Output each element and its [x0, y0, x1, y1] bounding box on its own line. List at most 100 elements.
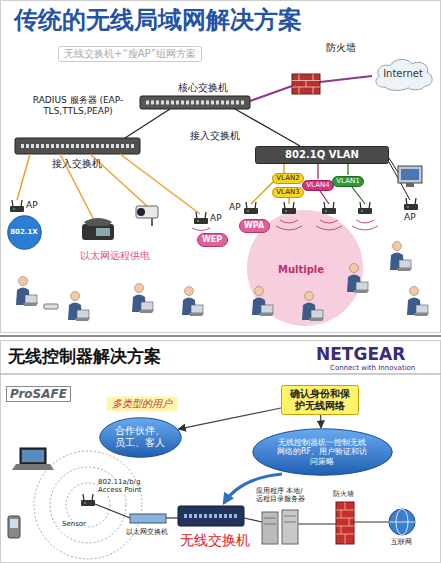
node-text: 无线交换机+“瘦AP”组网方案: [64, 48, 196, 60]
poe-cable: [120, 154, 200, 214]
node-text-wrap: Internet: [383, 68, 423, 80]
vlan-tag: VLAN4: [302, 180, 334, 191]
wireless-switch-icon: [178, 506, 244, 526]
panel-frame: [1, 1, 441, 333]
connector: [320, 415, 322, 428]
user-figure: [132, 284, 154, 314]
controller-ellipse: 无线控制器统一控制无线网络的RF、用户验证和访问策略: [252, 428, 393, 476]
server-icon: [282, 510, 298, 544]
globe-icon: [389, 509, 415, 535]
node-text-wrap: VLAN1: [336, 177, 359, 185]
vlan-tag: VLAN1: [332, 176, 364, 187]
protocol-badge: WEP: [197, 233, 228, 247]
device-label: 802.11a/b/g Access Point: [98, 478, 148, 495]
access-point-icon: [322, 202, 336, 214]
ip-phone-icon: [84, 218, 112, 226]
network-link: [125, 76, 410, 200]
access-point-icon: [10, 200, 24, 212]
user-figure: [182, 287, 204, 317]
panel-frame: [0, 335, 441, 337]
node-text-wrap: 无线控制器统一控制无线网络的RF、用户验证和访问策略: [276, 438, 368, 467]
vlan-switch-outline: [256, 147, 389, 164]
pda-icon: [8, 516, 20, 538]
camera-icon: [137, 208, 145, 216]
title-rule: [0, 373, 441, 375]
pc-icon: [401, 169, 419, 180]
vlan-tag: VLAN2: [272, 173, 304, 184]
brand-tagline: Connect with Innovation: [330, 364, 415, 372]
diagram-title: 传统的无线局域网解决方案: [14, 6, 302, 35]
node-text: 确认身份和保护无线网络: [287, 388, 353, 412]
switch-icon: [146, 101, 244, 105]
node-text-wrap: VLAN3: [276, 188, 299, 196]
globe-icon: [389, 522, 415, 523]
bottom-link: [354, 521, 389, 522]
vlan-cable: [288, 198, 289, 204]
vlan-switch: 802.1Q VLAN: [255, 146, 389, 164]
vlan-cable: [251, 164, 365, 204]
vlan-cable: [347, 164, 348, 175]
user-figure: [16, 242, 429, 322]
switch-icon: [15, 138, 140, 154]
user-figure: [68, 292, 90, 322]
bottom-link: [298, 523, 336, 524]
panel-frame: [1, 341, 441, 563]
wireless-switch-icon: [184, 514, 238, 518]
node-text: 802.1X: [10, 228, 38, 236]
device-label: Sensor: [62, 520, 86, 528]
bottom-link: [95, 504, 130, 518]
vlan-tag-outline: [303, 180, 334, 190]
internet-cloud: Internet: [371, 56, 435, 92]
user-type-tag: 多类型的用户: [106, 396, 178, 412]
server-icon: [262, 512, 278, 544]
node-text-wrap: WEP: [202, 235, 222, 245]
protocol-badge: WPA: [239, 219, 270, 233]
bottom-link: [166, 517, 178, 518]
network-link: [250, 86, 292, 101]
network-link: [125, 109, 170, 138]
access-point-icon: [282, 202, 296, 214]
node-text: 无线控制器统一控制无线网络的RF、用户验证和访问策略: [276, 438, 368, 467]
firewall-icon: [292, 74, 320, 94]
radio-wave: [352, 226, 378, 230]
access-point-icon: [10, 198, 418, 224]
switch-icon: [140, 96, 250, 109]
user-figure: [407, 287, 429, 317]
protocol-badge: 802.1X: [7, 215, 42, 250]
access-point-icon: [244, 202, 258, 214]
laptop-icon: [12, 464, 54, 470]
node-text-wrap: 802.1Q VLAN: [285, 149, 359, 161]
user-figure: [252, 287, 274, 317]
ap-label: AP: [404, 212, 416, 223]
ap-label: AP: [210, 213, 222, 224]
user-figure: [16, 277, 38, 307]
bottom-link: [244, 518, 262, 522]
laptop-icon: [22, 450, 44, 462]
user-figure: [302, 292, 324, 322]
subtitle-box: 无线交换机+“瘦AP”组网方案: [58, 46, 202, 62]
node-text-wrap: 多类型的用户: [112, 398, 172, 410]
vlan-cable: [317, 164, 318, 179]
brand-logo: NETGEAR: [316, 344, 405, 364]
callout-box: 确认身份和保护无线网络: [281, 385, 359, 415]
user-figure: [390, 242, 412, 272]
device-label: 接入交换机: [190, 130, 240, 142]
node-text: 802.1Q VLAN: [285, 149, 359, 161]
callout-box-outline: [282, 386, 359, 415]
device-label: 以太网交换机: [126, 528, 168, 536]
device-label: 核心交换机: [178, 82, 228, 94]
vlan-tag-outline: [273, 173, 304, 183]
ip-phone-icon: [82, 224, 114, 240]
node-text: VLAN2: [276, 174, 299, 182]
pc-icon: [398, 166, 422, 183]
node-text-wrap: WPA: [244, 221, 264, 231]
user-figure: [347, 264, 369, 294]
wireless-switch-icon: [178, 506, 244, 526]
network-link: [320, 76, 372, 82]
node-text: Internet: [383, 68, 423, 80]
subtitle-box-outline: [59, 47, 202, 62]
camera-icon: [151, 218, 153, 226]
controller-ellipse-outline: [252, 429, 392, 476]
section-title: 无线控制器解决方案: [8, 346, 161, 366]
